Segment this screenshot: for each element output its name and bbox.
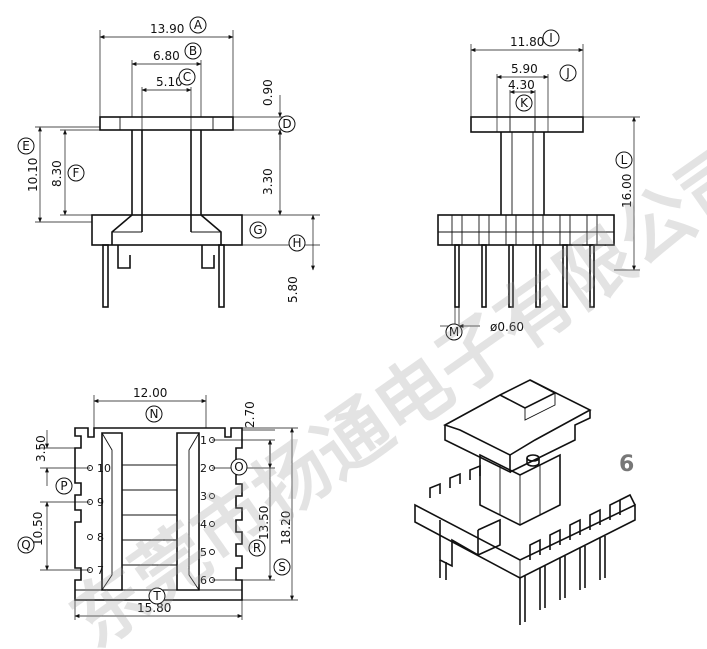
iso-base: [414, 503, 636, 579]
svg-text:J: J: [565, 66, 570, 80]
side-top-flange: [470, 116, 584, 133]
pin-4-label: 4: [200, 518, 207, 531]
svg-text:L: L: [621, 153, 628, 167]
label-q: Q: [17, 536, 35, 554]
label-p: P: [55, 477, 73, 495]
dim-b-value: 6.80: [153, 49, 180, 63]
iso-top-flange: [443, 379, 592, 456]
dim-a-value: 13.90: [150, 22, 184, 36]
bottom-outline: [74, 427, 243, 601]
label-b: B: [184, 42, 202, 60]
dim-k-value: 4.30: [508, 78, 535, 92]
label-l: L: [615, 151, 633, 169]
svg-text:E: E: [22, 139, 30, 153]
svg-text:R: R: [253, 541, 261, 555]
label-o: O: [230, 458, 248, 476]
pin-8-label: 8: [97, 531, 104, 544]
svg-text:G: G: [253, 223, 262, 237]
pin-5-label: 5: [200, 546, 207, 559]
side-base: [437, 214, 615, 246]
svg-text:S: S: [278, 560, 286, 574]
label-s: S: [273, 558, 291, 576]
svg-text:Q: Q: [21, 538, 30, 552]
dim-f-value: 8.30: [50, 160, 64, 187]
dim-i-value: 11.80: [510, 35, 544, 49]
svg-text:M: M: [449, 325, 459, 339]
dim-t-value: 15.80: [137, 601, 171, 615]
svg-text:C: C: [183, 70, 191, 84]
pin-1-label: 1: [200, 434, 207, 447]
dim-d-thickness: 0.90: [261, 79, 275, 106]
svg-text:P: P: [60, 479, 67, 493]
label-r: R: [248, 539, 266, 557]
pin-7-label: 7: [97, 564, 104, 577]
svg-text:B: B: [189, 44, 197, 58]
dim-p-value: 10.50: [31, 512, 45, 546]
dim-h-value: 5.80: [286, 276, 300, 303]
dim-c-value: 5.10: [156, 75, 183, 89]
figure-number: 6: [619, 452, 634, 477]
label-m: M: [445, 323, 463, 341]
svg-text:F: F: [73, 166, 80, 180]
pin-9-label: 9: [97, 496, 104, 509]
pin-6-label: 6: [200, 574, 207, 587]
dim-e-value: 10.10: [26, 158, 40, 192]
isometric-view: 6: [414, 379, 636, 625]
pin-2-label: 2: [200, 462, 207, 475]
front-base: [91, 214, 243, 246]
dim-r-value: 13.50: [257, 506, 271, 540]
pin-10-label: 10: [97, 462, 111, 475]
svg-text:A: A: [194, 18, 203, 32]
side-view: 11.80 5.90 4.30 16.00 ø0.60 I J K L M: [437, 29, 640, 341]
svg-text:O: O: [234, 460, 243, 474]
label-d: D: [278, 115, 296, 133]
dim-j-value: 5.90: [511, 62, 538, 76]
svg-text:D: D: [282, 117, 291, 131]
dim-m-value: ø0.60: [490, 320, 524, 334]
label-k: K: [515, 94, 533, 112]
svg-text:I: I: [549, 31, 553, 45]
label-j: J: [559, 64, 577, 82]
label-e: E: [17, 137, 35, 155]
dim-g-value: 3.30: [261, 168, 275, 195]
label-g: G: [249, 221, 267, 239]
front-view: 13.90 6.80 5.10 0.90 3.30 5.80 10.10 8.3…: [17, 16, 320, 308]
front-top-flange: [99, 116, 234, 131]
bottom-view: 10 9 8 7 1 2 3 4 5 6 12.00 2.70 3.50: [17, 386, 298, 620]
label-n: N: [145, 405, 163, 423]
label-c: C: [178, 68, 196, 86]
svg-text:K: K: [520, 96, 529, 110]
label-i: I: [542, 29, 560, 47]
svg-text:T: T: [152, 589, 161, 603]
dim-n-offset-value: 2.70: [243, 401, 257, 428]
label-h: H: [288, 234, 306, 252]
label-a: A: [189, 16, 207, 34]
dim-o-value: 3.50: [34, 435, 48, 462]
dim-s-value: 18.20: [279, 511, 293, 545]
dim-n-value: 12.00: [133, 386, 167, 400]
svg-text:N: N: [150, 407, 159, 421]
label-t: T: [148, 587, 166, 605]
pin-3-label: 3: [200, 490, 207, 503]
label-f: F: [67, 164, 85, 182]
dim-l-value: 16.00: [620, 174, 634, 208]
svg-text:H: H: [292, 236, 301, 250]
